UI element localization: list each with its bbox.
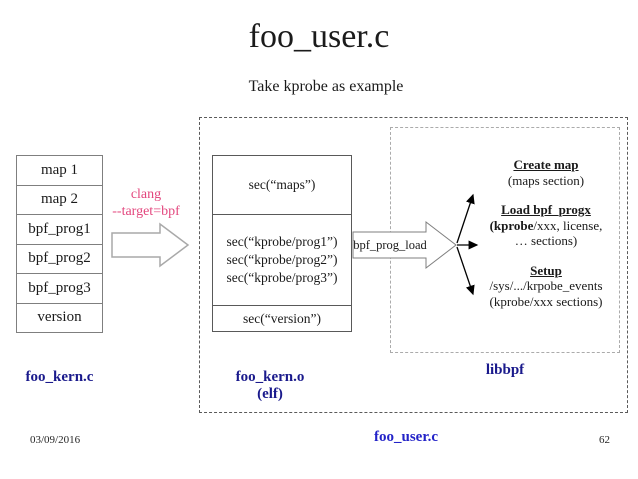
stack-row-bpf-prog1: bpf_prog1 bbox=[17, 215, 102, 245]
elf-section-prog1: sec(“kprobe/prog1”) bbox=[226, 234, 338, 249]
stack-row-map1: map 1 bbox=[17, 156, 102, 186]
foo-kern-c-label: foo_kern.c bbox=[25, 369, 94, 385]
page-title: foo_user.c bbox=[248, 18, 390, 55]
libbpf-steps: Create map (maps section) Load bpf_progx… bbox=[466, 157, 626, 309]
step-setup-heading: Setup bbox=[530, 262, 562, 278]
elf-section-progs: sec(“kprobe/prog1”) sec(“kprobe/prog2”) … bbox=[213, 214, 351, 306]
stack-row-version: version bbox=[37, 309, 82, 326]
foo-kern-o-label-line1: foo_kern.o bbox=[235, 369, 305, 385]
clang-compile-label: clang --target=bpf bbox=[96, 186, 196, 220]
stack-row-bpf-prog3: bpf_prog3 bbox=[17, 274, 102, 304]
stack-row-map2: map 2 bbox=[17, 186, 102, 215]
step-load-prog-detail-rest: /xxx, license, bbox=[533, 217, 603, 233]
footer-date: 03/09/2016 bbox=[30, 434, 81, 446]
step-load-prog-detail: (kprobe/xxx, license, bbox=[466, 218, 626, 234]
slide-subtitle: Take kprobe as example bbox=[248, 78, 404, 95]
step-load-prog-detail-line2: … sections) bbox=[514, 233, 578, 248]
step-create-map-heading: Create map bbox=[513, 157, 579, 172]
step-setup-detail-line1: /sys/.../krpobe_events bbox=[489, 278, 603, 293]
bpf-prog-load-label: bpf_prog_load bbox=[353, 237, 427, 252]
clang-label-line2: --target=bpf bbox=[112, 204, 180, 219]
clang-label-line1: clang bbox=[130, 187, 162, 202]
elf-object-box: sec(“maps”) sec(“kprobe/prog1”) sec(“kpr… bbox=[212, 155, 352, 332]
foo-kern-source-stack: map 1 map 2 bpf_prog1 bpf_prog2 bpf_prog… bbox=[16, 155, 103, 333]
step-load-prog-heading: Load bpf_progx bbox=[501, 202, 591, 217]
libbpf-label: libbpf bbox=[485, 362, 525, 378]
elf-section-prog2: sec(“kprobe/prog2”) bbox=[226, 252, 338, 267]
foo-kern-o-label-line2: (elf) bbox=[257, 386, 283, 402]
foo-kern-o-label: foo_kern.o (elf) bbox=[212, 369, 328, 403]
step-setup-detail-line2: (kprobe/xxx sections) bbox=[489, 293, 603, 309]
elf-section-maps: sec(“maps”) bbox=[248, 177, 316, 192]
foo-user-scope-box bbox=[199, 117, 628, 413]
step-load-prog-detail-bold: (kprobe bbox=[489, 217, 534, 233]
footer-title: foo_user.c bbox=[373, 429, 439, 445]
elf-section-prog3: sec(“kprobe/prog3”) bbox=[226, 270, 338, 285]
elf-section-version: sec(“version”) bbox=[243, 310, 321, 326]
stack-row-bpf-prog2: bpf_prog2 bbox=[17, 245, 102, 274]
footer-page-number: 62 bbox=[599, 434, 610, 446]
step-create-map-detail: (maps section) bbox=[507, 172, 585, 188]
clang-block-arrow bbox=[111, 222, 190, 268]
